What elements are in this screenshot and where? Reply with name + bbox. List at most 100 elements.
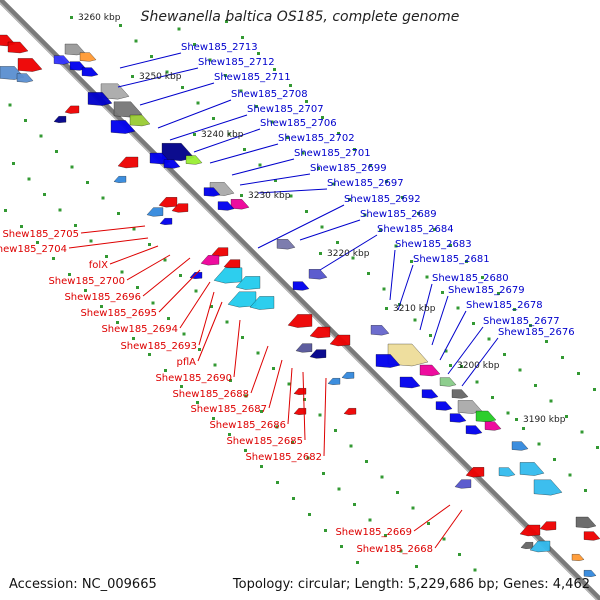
track-tick xyxy=(52,257,55,260)
gene-arrow xyxy=(484,421,502,431)
track-tick xyxy=(396,491,399,494)
track-tick xyxy=(425,275,429,279)
track-tick xyxy=(565,415,568,418)
track-tick xyxy=(415,565,418,568)
gene-arrow xyxy=(293,408,307,415)
gene-arrow xyxy=(64,105,80,114)
track-tick xyxy=(537,442,541,446)
top-gene-label: Shew185_2707 xyxy=(247,104,324,115)
bottom-leader-line xyxy=(302,371,306,441)
top-gene-label: Shew185_2711 xyxy=(214,72,291,83)
gene-arrow xyxy=(519,524,541,537)
track-tick xyxy=(334,429,337,432)
gene-arrow xyxy=(309,326,331,339)
track-tick xyxy=(260,465,263,468)
bottom-leader-line xyxy=(413,504,451,532)
track-tick xyxy=(441,291,444,294)
track-tick xyxy=(224,74,227,77)
gene-arrow xyxy=(79,52,97,62)
track-tick xyxy=(545,340,548,343)
track-tick xyxy=(134,39,138,43)
top-leader-line xyxy=(117,67,199,88)
bottom-leader-line xyxy=(80,225,146,234)
track-tick xyxy=(433,228,436,231)
track-tick xyxy=(101,196,105,200)
track-tick xyxy=(340,545,343,548)
track-tick xyxy=(164,369,167,372)
track-tick xyxy=(442,537,446,541)
bottom-gene-label: folX xyxy=(89,260,108,271)
top-leader-line xyxy=(139,82,215,106)
gene-arrow xyxy=(53,55,71,65)
track-tick xyxy=(417,212,420,215)
track-tick xyxy=(148,243,151,246)
gene-arrow xyxy=(465,425,483,435)
scale-tick xyxy=(70,16,73,19)
track-tick xyxy=(322,472,325,475)
track-tick xyxy=(367,272,370,275)
track-tick xyxy=(584,489,587,492)
track-tick xyxy=(270,120,274,124)
track-tick xyxy=(306,456,310,460)
top-leader-line xyxy=(231,158,295,176)
gene-arrow xyxy=(511,441,529,451)
track-tick xyxy=(132,337,135,340)
top-leader-line xyxy=(257,188,328,194)
track-tick xyxy=(549,399,553,403)
track-tick xyxy=(289,84,292,87)
top-leader-line xyxy=(193,128,261,153)
gene-arrow xyxy=(370,325,390,336)
track-tick xyxy=(120,270,124,274)
track-tick xyxy=(74,224,77,227)
track-tick xyxy=(349,444,353,448)
track-tick xyxy=(119,24,122,27)
track-tick xyxy=(193,43,196,46)
track-tick xyxy=(337,487,341,491)
track-tick xyxy=(27,177,31,181)
top-leader-line xyxy=(169,114,248,141)
top-leader-line xyxy=(257,204,345,249)
top-gene-label: Shew185_2678 xyxy=(466,300,543,311)
bottom-gene-label: pflA xyxy=(177,357,197,368)
scale-label: 3200 kbp xyxy=(457,361,500,371)
track-tick xyxy=(410,260,413,263)
track-tick xyxy=(148,353,151,356)
gene-arrow xyxy=(341,372,355,379)
track-tick xyxy=(260,410,263,413)
top-leader-line xyxy=(389,249,396,301)
top-gene-label: Shew185_2683 xyxy=(395,239,472,250)
track-tick xyxy=(513,308,516,311)
track-tick xyxy=(182,332,186,336)
top-gene-label: Shew185_2681 xyxy=(413,254,490,265)
track-tick xyxy=(369,164,372,167)
top-gene-label: Shew185_2712 xyxy=(198,57,275,68)
bottom-gene-label: Shew185_2705 xyxy=(2,229,79,240)
top-leader-line xyxy=(209,143,279,164)
gene-arrow xyxy=(449,413,467,423)
track-tick xyxy=(568,473,572,477)
top-leader-line xyxy=(319,234,378,271)
track-tick xyxy=(255,105,258,108)
gene-arrow xyxy=(419,364,441,377)
track-tick xyxy=(228,433,231,436)
track-tick xyxy=(580,430,584,434)
track-tick xyxy=(353,503,356,506)
track-tick xyxy=(456,306,460,310)
bottom-gene-label: Shew185_2704 xyxy=(0,244,67,255)
bottom-gene-label: Shew185_2700 xyxy=(48,276,125,287)
track-tick xyxy=(593,388,596,391)
top-leader-line xyxy=(431,295,449,346)
top-leader-line xyxy=(439,310,467,361)
accession-text: Accession: NC_009665 xyxy=(9,577,157,592)
track-tick xyxy=(177,27,181,31)
track-tick xyxy=(473,568,477,572)
bottom-leader-line xyxy=(68,237,149,249)
gene-arrow xyxy=(439,377,457,387)
gene-arrow xyxy=(213,267,243,284)
track-tick xyxy=(68,273,71,276)
track-tick xyxy=(413,318,417,322)
track-tick xyxy=(365,460,368,463)
gene-arrow xyxy=(227,291,257,308)
track-tick xyxy=(303,398,306,401)
track-tick xyxy=(194,289,198,293)
